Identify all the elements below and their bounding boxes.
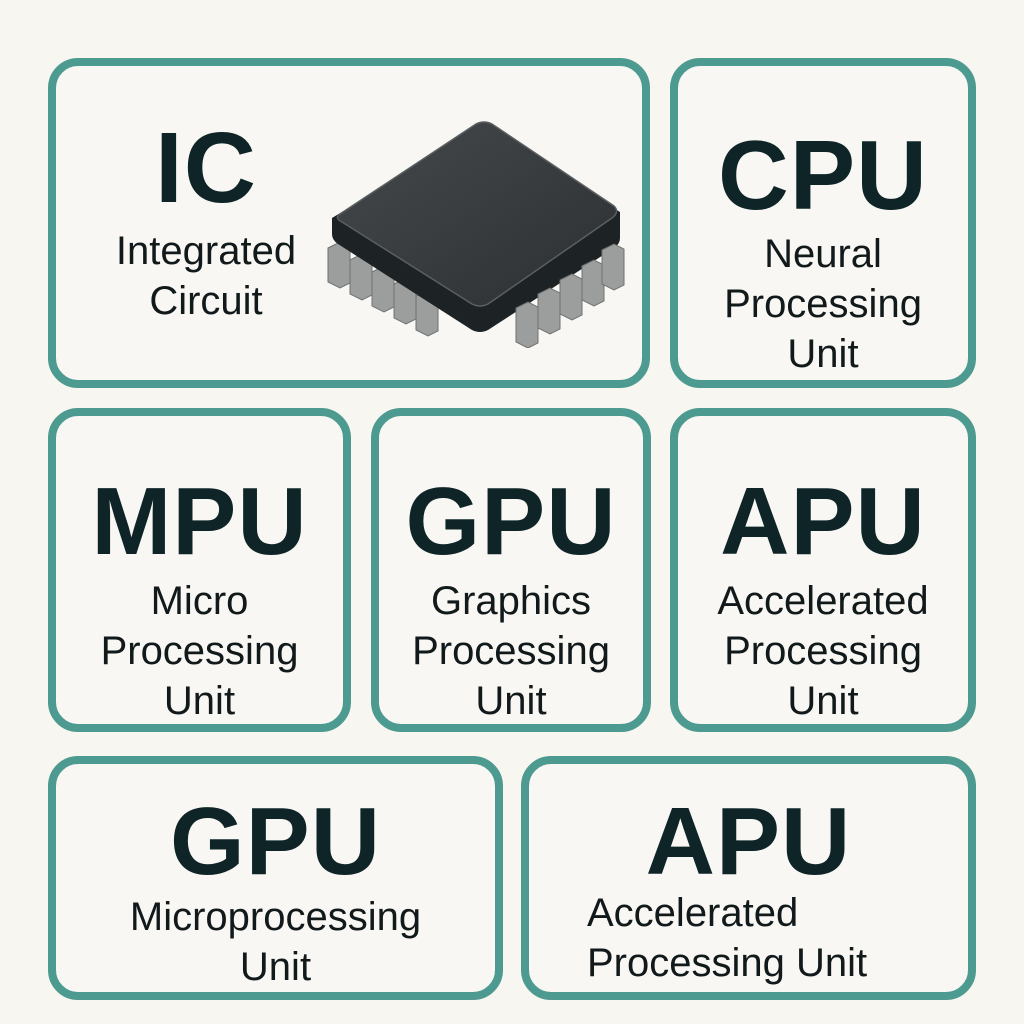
card-apu-accelerated: APU Accelerated Processing Unit [670,408,976,732]
card-description: Accelerated Processing Unit [587,888,968,988]
desc-line: Integrated [115,229,297,273]
desc-line: Processing [100,629,299,673]
desc-line: Processing Unit [587,941,868,985]
desc-line: Graphics [430,579,592,623]
chip-pins-right [515,243,625,348]
card-description: Graphics Processing Unit [379,576,643,726]
desc-line: Unit [475,679,547,723]
card-ic: IC Integrated Circuit [48,58,650,388]
desc-line: Processing [724,629,922,673]
desc-line: Accelerated [717,579,929,623]
card-description: Micro Processing Unit [56,576,343,726]
desc-line: Unit [787,679,859,723]
desc-line: Unit [787,332,859,376]
card-abbreviation: GPU [169,788,382,895]
card-abbreviation: IC [155,112,257,224]
card-description: Integrated Circuit [86,226,326,326]
desc-line: Microprocessing [129,895,422,939]
card-cpu: CPU Neural Processing Unit [670,58,976,388]
desc-line: Circuit [149,279,263,323]
desc-line: Processing [724,282,922,326]
microchip-icon [327,121,625,348]
card-abbreviation: APU [645,788,852,895]
card-gpu-graphics: GPU Graphics Processing Unit [371,408,651,732]
desc-line: Neural [764,232,882,276]
card-gpu-microprocessing: GPU Microprocessing Unit [48,756,503,1000]
desc-line: Accelerated [587,891,799,935]
card-abbreviation: APU [720,468,926,575]
chip-top [336,121,618,307]
card-abbreviation: CPU [718,120,928,230]
card-mpu: MPU Micro Processing Unit [48,408,351,732]
card-description: Accelerated Processing Unit [678,576,968,726]
card-abbreviation: MPU [91,468,308,575]
card-apu-processing-unit: APU Accelerated Processing Unit [521,756,976,1000]
card-abbreviation: GPU [405,468,617,575]
card-description: Neural Processing Unit [678,229,968,379]
desc-line: Unit [163,679,236,723]
desc-line: Processing [412,629,610,673]
desc-line: Unit [239,945,312,989]
desc-line: Micro [150,579,249,623]
card-description: Microprocessing Unit [56,892,495,992]
